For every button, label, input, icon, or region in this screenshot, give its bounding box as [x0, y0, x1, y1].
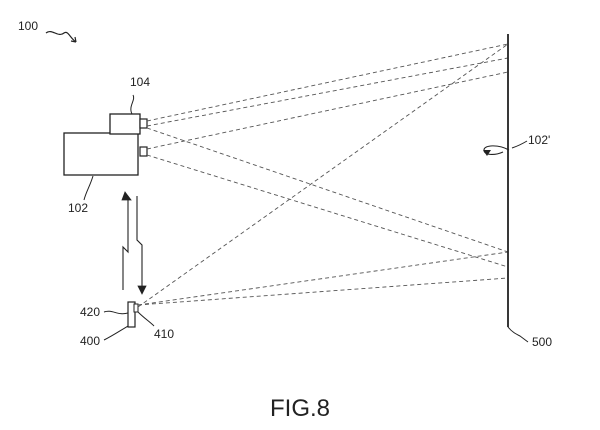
- figure-caption: FIG.8: [269, 395, 330, 422]
- device-410-part: [133, 303, 139, 313]
- leader-400: [103, 325, 129, 341]
- camera-top-unit: [109, 113, 141, 135]
- rotation-arrowhead: [483, 150, 491, 156]
- wireless-link-down: [136, 196, 143, 290]
- ray-upper-to-lower: [146, 127, 509, 253]
- system-pointer-arrowhead: [70, 36, 77, 43]
- label-102-prime: 102': [528, 133, 551, 147]
- label-420: 420: [80, 305, 101, 319]
- leader-102: [83, 175, 94, 201]
- camera-body: [63, 132, 139, 176]
- projection-lines: [137, 43, 509, 308]
- leader-500: [507, 326, 529, 343]
- system-pointer-arrow: [45, 30, 77, 43]
- leader-420: [103, 310, 129, 315]
- label-104: 104: [130, 75, 151, 89]
- label-500: 500: [532, 335, 553, 349]
- ray-upper-to-top: [146, 43, 509, 122]
- leader-410: [137, 311, 155, 327]
- ray-device-to-bottom: [137, 277, 509, 306]
- label-102: 102: [68, 201, 89, 215]
- wireless-link-up-head: [121, 191, 132, 201]
- ray-upper-to-second: [146, 57, 509, 127]
- leader-102-prime: [511, 140, 528, 149]
- wireless-link-down-head: [137, 285, 147, 295]
- lower-lens: [139, 146, 148, 157]
- device-400: [127, 301, 136, 328]
- label-100: 100: [18, 19, 39, 33]
- ray-device-to-lower: [137, 251, 509, 306]
- label-410: 410: [154, 327, 175, 341]
- label-400: 400: [80, 334, 101, 348]
- wireless-link-up: [122, 196, 129, 290]
- ray-device-to-top: [137, 43, 509, 308]
- ray-lower-to-top: [146, 71, 509, 150]
- upper-lens: [139, 118, 148, 129]
- leader-104: [130, 94, 135, 115]
